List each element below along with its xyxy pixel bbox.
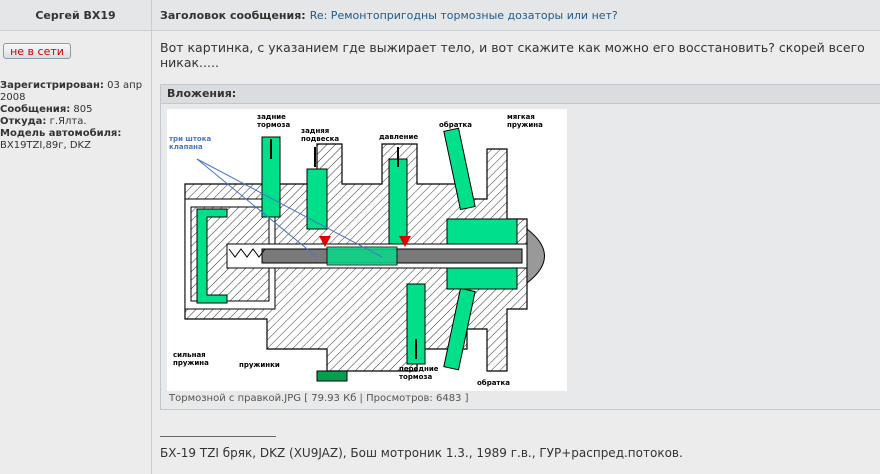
messages-row: Сообщения: 805: [0, 104, 93, 115]
car-value: BX19TZI,89г, DKZ: [0, 140, 91, 151]
label-pressure: давление: [379, 133, 418, 141]
label-return-bottom: обратка: [477, 379, 510, 387]
author-name[interactable]: Сергей BX19: [35, 8, 116, 22]
label-springs: пружинки: [239, 361, 280, 369]
subject-label: Заголовок сообщения:: [160, 8, 306, 22]
pointer-valve-rods: [196, 158, 318, 258]
label-soft-spring-2: пружина: [507, 121, 543, 129]
registered-row: Зарегистрирован: 03 апр 2008: [0, 80, 143, 103]
rear-brake-channel: [261, 136, 281, 218]
label-front-brakes-1: передние: [399, 365, 439, 373]
label-strong-spring-1: сильная: [173, 351, 206, 359]
author-header: Сергей BX19: [0, 0, 151, 31]
car-row: Модель автомобиля:: [0, 128, 122, 139]
label-strong-spring-2: пружина: [173, 359, 209, 367]
pointer-valve-rods-2: [196, 158, 383, 258]
pressure-channel: [388, 158, 408, 250]
label-rear-brakes-1: задние: [257, 113, 286, 121]
label-return-top: обратка: [439, 121, 472, 129]
strong-spring-chamber: [196, 208, 228, 304]
signature-text: БХ-19 TZI бряк, DKZ (XU9JAZ), Бош мотрон…: [160, 446, 683, 460]
label-rear-suspension-1: задняя: [301, 127, 329, 135]
front-brake-channel: [406, 283, 426, 365]
return-channel-bottom: [443, 287, 476, 371]
label-valve-rods-1: три штока: [169, 135, 211, 143]
return-channel-top: [443, 127, 476, 211]
label-valve-rods-2: клапана: [169, 143, 203, 151]
spring-coil: [228, 248, 266, 258]
label-soft-spring-1: мягкая: [507, 113, 535, 121]
label-rear-suspension-2: подвеска: [301, 135, 339, 143]
rear-suspension-channel: [306, 168, 328, 230]
label-front-brakes-2: тормоза: [399, 373, 432, 381]
message-text: Вот картинка, с указанием где выжирает т…: [160, 40, 865, 70]
signature-divider: [160, 436, 276, 437]
brake-valve-diagram: задние тормоза задняя подвеска давление …: [169, 113, 545, 387]
author-profile: Зарегистрирован: 03 апр 2008 Сообщения: …: [0, 80, 150, 152]
from-row: Откуда: г.Ялта.: [0, 116, 87, 127]
author-panel: Сергей BX19 не в сети Зарегистрирован: 0…: [0, 0, 152, 474]
wear-mark-1: [319, 236, 331, 247]
rod-sleeve: [326, 246, 398, 266]
wear-mark-2: [399, 236, 411, 247]
post-subject-bar: Заголовок сообщения: Re: Ремонтопригодны…: [152, 0, 880, 31]
subject-link[interactable]: Re: Ремонтопригодны тормозные дозаторы и…: [309, 8, 618, 22]
attachment-caption[interactable]: Тормозной с правкой.JPG [ 79.93 Кб | Про…: [169, 393, 469, 404]
post-body: Заголовок сообщения: Re: Ремонтопригодны…: [152, 0, 880, 474]
offline-status-button[interactable]: не в сети: [3, 43, 71, 59]
attachments-label: Вложения:: [161, 85, 880, 104]
end-cap: [526, 227, 545, 285]
attachment-image[interactable]: задние тормоза задняя подвеска давление …: [167, 109, 567, 391]
label-rear-brakes-2: тормоза: [257, 121, 290, 129]
bottom-plug: [316, 370, 348, 382]
attachments-box: Вложения:: [160, 84, 880, 410]
